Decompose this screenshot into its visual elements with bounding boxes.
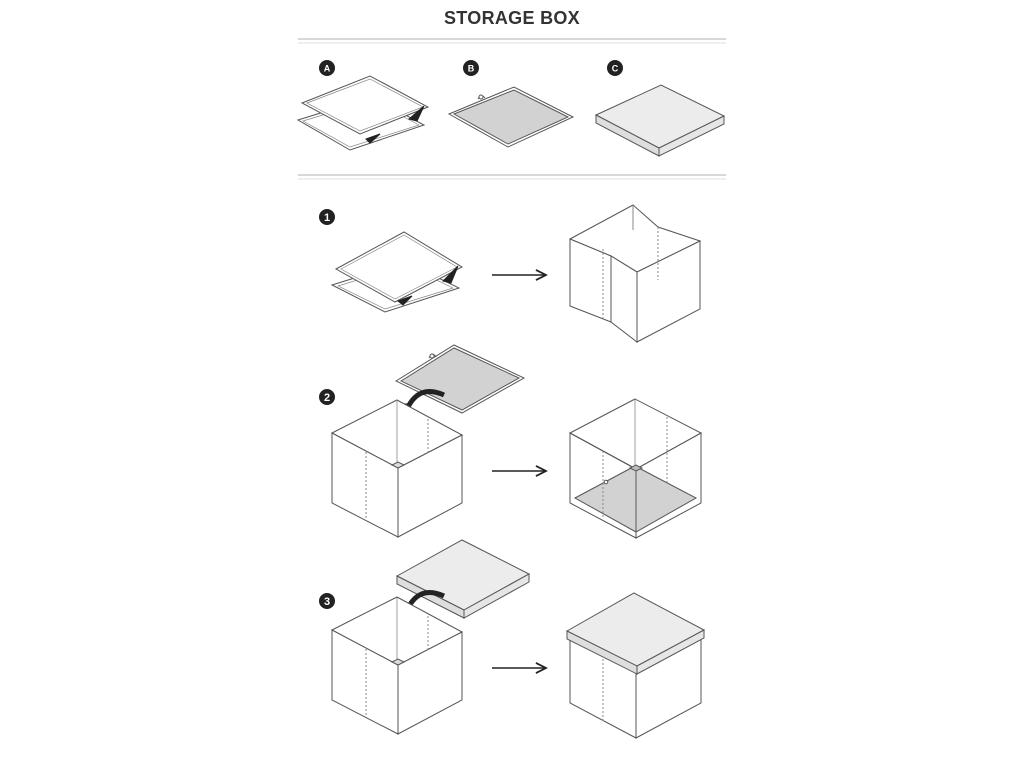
- step-3-badge: 3: [319, 593, 335, 609]
- svg-text:A: A: [324, 64, 331, 74]
- step-3-closed-box: [565, 592, 706, 739]
- step-1-folded-box: [568, 204, 702, 344]
- step-2-open-box: [330, 399, 464, 538]
- top-divider: [298, 38, 726, 44]
- svg-text:B: B: [468, 64, 475, 74]
- svg-text:C: C: [612, 64, 619, 74]
- part-a-sheets: [296, 75, 430, 151]
- step-3-lid: [395, 539, 531, 619]
- step-2-badge: 2: [319, 389, 335, 405]
- svg-text:1: 1: [324, 212, 330, 224]
- part-b-base-panel: [447, 86, 575, 148]
- step-1-badge: 1: [319, 209, 335, 225]
- step-1-sheets: [330, 231, 464, 313]
- svg-text:2: 2: [324, 392, 330, 404]
- step-3-open-box: [330, 596, 464, 735]
- part-a-badge: A: [319, 60, 335, 76]
- svg-text:3: 3: [324, 596, 330, 608]
- step-2-box-with-base: [568, 398, 703, 539]
- part-c-lid: [594, 84, 726, 157]
- part-b-badge: B: [463, 60, 479, 76]
- section-divider: [298, 174, 726, 180]
- page-title: STORAGE BOX: [444, 8, 580, 28]
- part-c-badge: C: [607, 60, 623, 76]
- step-2-base-panel: [394, 344, 526, 414]
